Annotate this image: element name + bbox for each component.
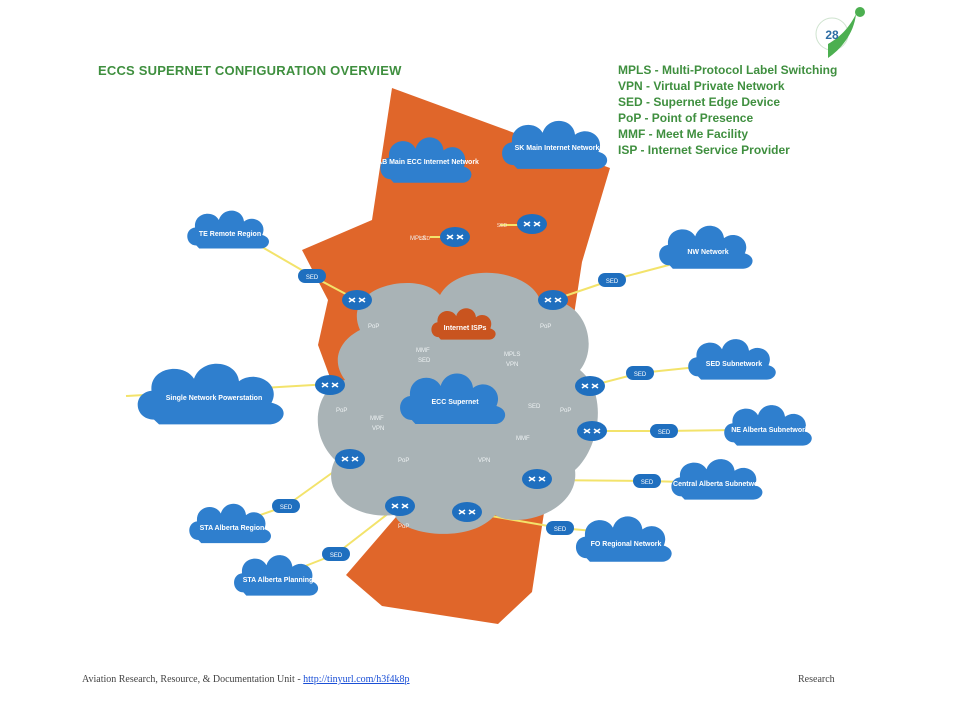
router-icon [440, 227, 470, 247]
cloud-right-top [659, 225, 753, 269]
cloud-labels: AB Main ECC Internet Network SK Main Int… [166, 145, 809, 584]
svg-text:SED: SED [634, 372, 647, 378]
router-icon [577, 421, 607, 441]
cloud-upper-left [187, 210, 269, 249]
router-icon [385, 496, 415, 516]
router-icon [575, 376, 605, 396]
sed-pill: SED [272, 499, 300, 513]
core-label: MPLS [504, 352, 520, 358]
core-label: SED [418, 358, 431, 364]
footer-label: Aviation Research, Resource, & Documenta… [82, 674, 304, 685]
core-label: MMF [416, 348, 430, 354]
logo-text: 28 [825, 28, 839, 42]
cloud-right-mid2 [724, 405, 812, 446]
footer-text: Aviation Research, Resource, & Documenta… [82, 674, 410, 685]
cloud-right-mid3 [671, 459, 763, 500]
core-label: VPN [506, 362, 518, 368]
cloud-label: SED Subnetwork [706, 361, 763, 368]
legend-item: VPN - Virtual Private Network [618, 79, 785, 93]
sed-pill: SED [497, 223, 508, 229]
svg-text:SED: SED [606, 279, 619, 285]
core-label: PoP [368, 324, 379, 330]
cloud-bottom-right [575, 516, 672, 562]
sed-pill: SED [598, 273, 626, 287]
svg-text:SED: SED [641, 480, 654, 486]
sed-pill: SED [322, 547, 350, 561]
footer-right-label: Research [798, 674, 835, 685]
legend-item: MMF - Meet Me Facility [618, 127, 749, 141]
svg-text:SED: SED [330, 553, 343, 559]
router-icon [452, 502, 482, 522]
svg-text:SED: SED [658, 430, 671, 436]
sed-pill: SED [420, 236, 431, 242]
svg-text:SED: SED [306, 275, 319, 281]
cloud-label: STA Alberta Region [200, 525, 265, 532]
legend-item: ISP - Internet Service Provider [618, 143, 790, 157]
acronym-legend: MPLS - Multi-Protocol Label Switching VP… [618, 62, 837, 158]
cloud-label: Central Alberta Subnetwork [673, 481, 765, 488]
cloud-right-mid1 [688, 339, 776, 380]
svg-text:SED: SED [420, 236, 431, 242]
router-icon [538, 290, 568, 310]
core-label: PoP [540, 324, 551, 330]
cloud-label: NE Alberta Subnetwork [731, 427, 809, 434]
router-icon [517, 214, 547, 234]
cloud-label: STA Alberta Planning [243, 577, 314, 584]
core-label: VPN [478, 458, 490, 464]
sed-pill: SED [626, 366, 654, 380]
cloud-label: ECC Supernet [431, 399, 479, 406]
sed-pill-group: SED SED SED SED SED SED SED SED SED SED [272, 223, 678, 561]
router-group [315, 214, 607, 522]
cloud-label: SK Main Internet Network [515, 145, 600, 152]
legend-item: PoP - Point of Presence [618, 111, 754, 125]
cloud-bottom-left2 [234, 555, 319, 596]
logo: 28 [810, 4, 872, 60]
core-label: PoP [560, 408, 571, 414]
footer-link[interactable]: http://tinyurl.com/h3f4k8p [303, 674, 410, 685]
cloud-bottom-left1 [189, 503, 271, 544]
core-label: MMF [370, 416, 384, 422]
sed-pill: SED [546, 521, 574, 535]
router-icon [522, 469, 552, 489]
core-label: MMF [516, 436, 530, 442]
svg-text:SED: SED [497, 223, 508, 229]
cloud-label: TE Remote Region [199, 231, 261, 238]
logo-icon: 28 [815, 7, 865, 58]
sed-pill: SED [298, 269, 326, 283]
legend-item: MPLS - Multi-Protocol Label Switching [618, 63, 838, 77]
cloud-label: AB Main ECC Internet Network [377, 159, 479, 166]
core-label: VPN [372, 426, 384, 432]
svg-text:SED: SED [554, 527, 567, 533]
cloud-label: NW Network [687, 249, 728, 256]
page-title: ECCS SUPERNET CONFIGURATION OVERVIEW [98, 63, 402, 78]
core-label: MPLS [410, 236, 426, 242]
router-icon [315, 375, 345, 395]
core-label: PoP [336, 408, 347, 414]
legend-item: SED - Supernet Edge Device [618, 95, 781, 109]
router-icon [335, 449, 365, 469]
core-labels: PoP PoP MMF SED MPLS VPN PoP MMF VPN SED… [336, 236, 571, 530]
cloud-label: Internet ISPs [444, 325, 487, 332]
sed-pill: SED [650, 424, 678, 438]
cloud-label: FO Regional Network [591, 541, 662, 548]
svg-text:SED: SED [280, 505, 293, 511]
core-label: PoP [398, 524, 409, 530]
cloud-label: Single Network Powerstation [166, 395, 262, 402]
core-label: PoP [398, 458, 409, 464]
sed-pill: SED [633, 474, 661, 488]
core-label: SED [528, 404, 541, 410]
router-icon [342, 290, 372, 310]
